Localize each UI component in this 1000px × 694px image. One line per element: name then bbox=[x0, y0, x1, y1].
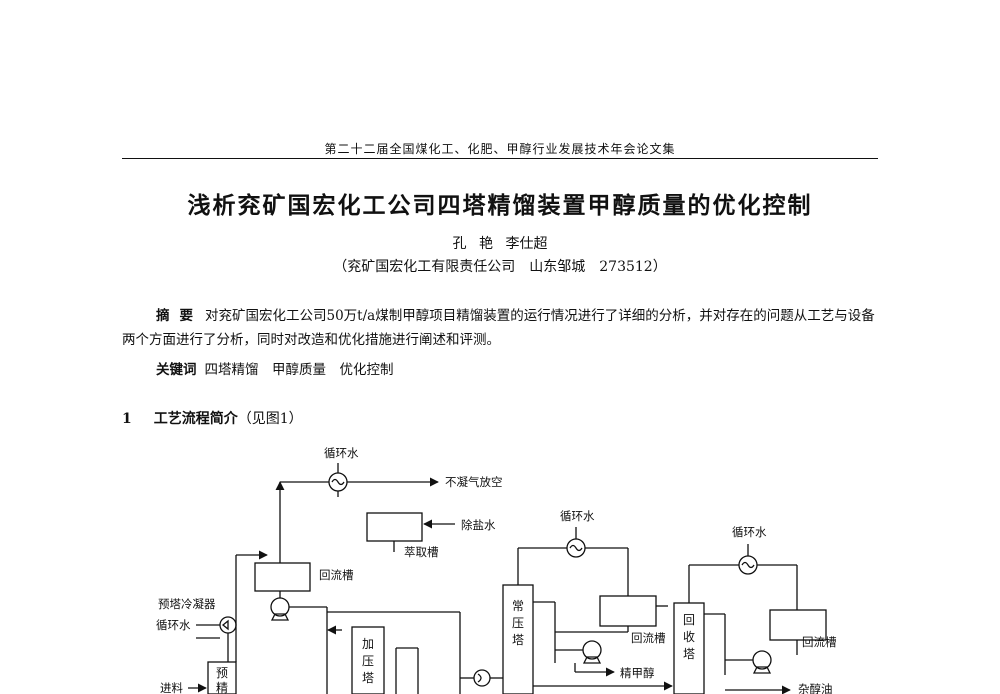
section-note: （见图1） bbox=[237, 411, 303, 427]
section-number: 1 bbox=[122, 411, 132, 427]
pressure-tower-char-2: 压 bbox=[362, 654, 374, 668]
keywords: 关键词四塔精馏 甲醇质量 优化控制 bbox=[156, 358, 394, 378]
refined-methanol-label: 精甲醇 bbox=[620, 666, 655, 680]
feed-label: 进料 bbox=[160, 681, 183, 694]
reflux-tank-3 bbox=[769, 609, 827, 641]
heat-exchanger-icon bbox=[473, 669, 491, 687]
proceedings-header: 第二十二届全国煤化工、化肥、甲醇行业发展技术年会论文集 bbox=[324, 142, 676, 156]
pressure-tower-char-3: 塔 bbox=[362, 671, 374, 685]
pre-tower-char-1: 预 bbox=[216, 666, 228, 680]
precondenser-label: 预塔冷凝器 bbox=[158, 597, 216, 611]
abstract-label: 摘要 bbox=[156, 308, 203, 324]
pump-icon bbox=[270, 597, 290, 617]
abstract: 摘要对兖矿国宏化工公司50万t/a煤制甲醇项目精馏装置的运行情况进行了详细的分析… bbox=[122, 304, 878, 352]
keywords-label: 关键词 bbox=[156, 362, 197, 378]
vent-label: 不凝气放空 bbox=[445, 475, 503, 489]
extraction-tank-label: 萃取槽 bbox=[404, 545, 439, 559]
reflux-tank-1 bbox=[254, 562, 311, 592]
abstract-text: 对兖矿国宏化工公司50万t/a煤制甲醇项目精馏装置的运行情况进行了详细的分析，并… bbox=[122, 308, 875, 348]
circ-water-label-1: 循环水 bbox=[324, 446, 359, 460]
affiliation: （兖矿国宏化工有限责任公司 山东邹城 273512） bbox=[333, 259, 667, 275]
authors: 孔 艳 李仕超 bbox=[452, 236, 548, 252]
demin-water-label: 除盐水 bbox=[461, 518, 496, 532]
pre-tower bbox=[207, 661, 237, 694]
extraction-tank bbox=[366, 512, 423, 542]
reflux-tank-3-label: 回流槽 bbox=[802, 635, 837, 649]
section-title: 工艺流程简介 bbox=[153, 411, 238, 427]
paper-title: 浅析兖矿国宏化工公司四塔精馏装置甲醇质量的优化控制 bbox=[187, 192, 813, 219]
atm-tower-char-1: 常 bbox=[512, 599, 524, 613]
atm-tower-char-2: 压 bbox=[512, 616, 524, 630]
header-rule bbox=[122, 158, 878, 159]
recovery-tower-char-1: 回 bbox=[683, 613, 695, 627]
circ-water-label-3: 循环水 bbox=[560, 509, 595, 523]
reflux-tank-1-label: 回流槽 bbox=[319, 568, 354, 582]
pump-icon-3 bbox=[752, 650, 772, 670]
recovery-tower-char-3: 塔 bbox=[683, 647, 695, 661]
recovery-tower-char-2: 收 bbox=[683, 630, 695, 644]
pump-icon-2 bbox=[582, 640, 602, 660]
pressure-tower bbox=[351, 626, 385, 694]
pressure-tower-char-1: 加 bbox=[362, 637, 374, 651]
reflux-tank-2-label: 回流槽 bbox=[631, 631, 666, 645]
circ-water-label-4: 循环水 bbox=[732, 525, 767, 539]
atm-tower-char-3: 塔 bbox=[512, 633, 524, 647]
reflux-tank-2 bbox=[599, 595, 657, 627]
fusel-oil-label: 杂醇油 bbox=[798, 682, 833, 694]
pre-tower-char-2: 精 bbox=[216, 681, 228, 694]
section-heading: 1 工艺流程简介（见图1） bbox=[122, 408, 303, 428]
keywords-text: 四塔精馏 甲醇质量 优化控制 bbox=[204, 362, 394, 378]
circ-water-label-2: 循环水 bbox=[156, 618, 191, 632]
